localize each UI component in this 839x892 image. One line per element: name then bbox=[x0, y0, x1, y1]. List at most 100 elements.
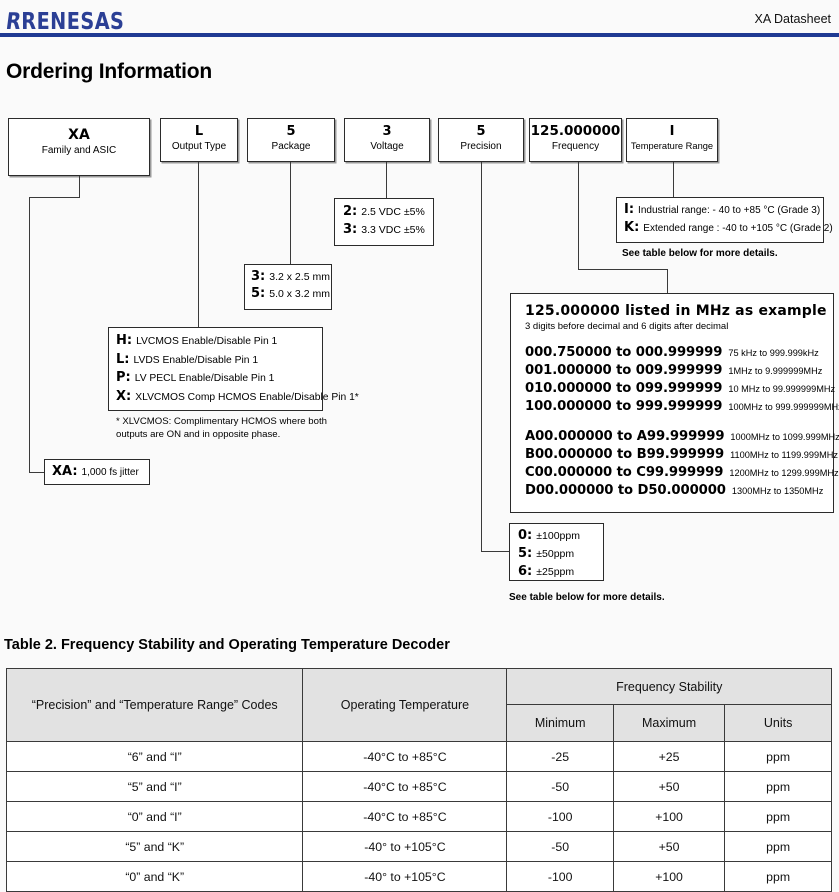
callout-row: 5: ±50ppm bbox=[518, 546, 603, 561]
callout-row: H: LVCMOS Enable/Disable Pin 1 bbox=[116, 333, 322, 348]
cell-codes: “0” and “K” bbox=[5, 861, 304, 892]
callout-row: 2: 2.5 VDC ±5% bbox=[343, 204, 433, 219]
cell-minimum: -25 bbox=[506, 741, 614, 772]
frequency-range-row: A00.000000 to A99.999999 1000MHz to 1099… bbox=[525, 429, 839, 444]
cell-minimum: -100 bbox=[506, 861, 614, 892]
callout-row: K: Extended range : -40 to +105 °C (Grad… bbox=[624, 220, 833, 235]
cell-minimum: -50 bbox=[506, 831, 614, 862]
cell-maximum: +100 bbox=[612, 801, 726, 832]
frequency-stability-table: “Precision” and “Temperature Range” Code… bbox=[5, 668, 832, 892]
frequency-group-gap bbox=[525, 417, 833, 429]
callout-voltage: 2: 2.5 VDC ±5% 3: 3.3 VDC ±5% bbox=[334, 198, 434, 246]
cell-maximum: +50 bbox=[612, 771, 726, 802]
frequency-range-row: 100.000000 to 999.999999 100MHz to 999.9… bbox=[525, 399, 839, 414]
cell-maximum: +50 bbox=[612, 831, 726, 862]
table-row: “5” and “I” -40°C to +85°C -50 +50 ppm bbox=[5, 771, 832, 802]
callout-row: 5: 5.0 x 3.2 mm bbox=[251, 286, 331, 301]
callout-value: 3.2 x 2.5 mm bbox=[269, 271, 330, 283]
code-label: Voltage bbox=[370, 141, 404, 152]
callout-key: I: bbox=[624, 202, 635, 217]
frequency-equivalent: 1MHz to 9.999999MHz bbox=[728, 366, 823, 376]
callout-value: ±50ppm bbox=[536, 548, 575, 560]
connector-family-vertical-b bbox=[29, 197, 30, 472]
frequency-range: 010.000000 to 099.999999 bbox=[525, 381, 723, 396]
code-value: 5 bbox=[286, 124, 296, 139]
code-box-voltage: 3 Voltage bbox=[344, 118, 430, 162]
table-subheader-row: Minimum Maximum Units bbox=[7, 704, 832, 742]
section-title: Ordering Information bbox=[6, 60, 213, 83]
table-header-row: “Precision” and “Temperature Range” Code… bbox=[5, 668, 832, 742]
connector-precision-vertical bbox=[481, 162, 482, 551]
see-table-note-precision: See table below for more details. bbox=[509, 592, 665, 603]
callout-value: XLVCMOS Comp HCMOS Enable/Disable Pin 1* bbox=[135, 391, 359, 403]
code-box-temperature-range: I Temperature Range bbox=[626, 118, 718, 162]
cell-codes: “5” and “K” bbox=[5, 831, 304, 862]
cell-codes: “0” and “I” bbox=[5, 801, 304, 832]
cell-minimum: -100 bbox=[506, 801, 614, 832]
code-value: I bbox=[669, 124, 675, 139]
table-head: “Precision” and “Temperature Range” Code… bbox=[5, 668, 832, 742]
table-header-frequency-stability: Frequency Stability bbox=[506, 668, 832, 705]
code-box-precision: 5 Precision bbox=[438, 118, 524, 162]
cell-maximum: +25 bbox=[612, 741, 726, 772]
callout-value: LVDS Enable/Disable Pin 1 bbox=[133, 354, 259, 366]
connector-temperature-vertical bbox=[673, 162, 674, 198]
frequency-equivalent: 1000MHz to 1099.999MHz bbox=[730, 432, 839, 442]
callout-key: L: bbox=[116, 351, 130, 367]
frequency-range: 100.000000 to 999.999999 bbox=[525, 399, 723, 414]
code-label: Precision bbox=[460, 141, 502, 152]
table-row: “5” and “K” -40° to +105°C -50 +50 ppm bbox=[5, 831, 832, 862]
callout-row: 6: ±25ppm bbox=[518, 564, 603, 579]
callout-value: Extended range : -40 to +105 °C (Grade 2… bbox=[643, 223, 833, 234]
cell-units: ppm bbox=[724, 861, 832, 892]
cell-operating-temperature: -40°C to +85°C bbox=[302, 801, 508, 832]
callout-row: 0: ±100ppm bbox=[518, 528, 603, 543]
frequency-equivalent: 75 kHz to 999.999kHz bbox=[728, 348, 819, 358]
callout-jitter: XA: 1,000 fs jitter bbox=[44, 459, 150, 485]
cell-units: ppm bbox=[724, 831, 832, 862]
table-title: Table 2. Frequency Stability and Operati… bbox=[4, 637, 450, 653]
frequency-range: C00.000000 to C99.999999 bbox=[525, 465, 724, 480]
callout-key: 3: bbox=[343, 222, 358, 237]
callout-key: XA: bbox=[52, 464, 78, 479]
code-label: Package bbox=[271, 141, 311, 152]
callout-key: 0: bbox=[518, 528, 533, 543]
callout-key: P: bbox=[116, 370, 131, 385]
frequency-equivalent: 1300MHz to 1350MHz bbox=[731, 486, 824, 496]
cell-units: ppm bbox=[724, 741, 832, 772]
connector-precision-horizontal bbox=[481, 551, 510, 552]
code-value: 3 bbox=[382, 124, 392, 139]
frequency-range: D00.000000 to D50.000000 bbox=[525, 483, 726, 498]
connector-family-vertical-a bbox=[79, 176, 80, 197]
frequency-equivalent: 10 MHz to 99.999999MHz bbox=[728, 384, 836, 394]
page-header: RRENESAS XA Datasheet bbox=[0, 0, 839, 40]
callout-output-type: H: LVCMOS Enable/Disable Pin 1 L: LVDS E… bbox=[108, 327, 359, 411]
cell-operating-temperature: -40°C to +85°C bbox=[302, 741, 508, 772]
callout-key: 5: bbox=[251, 286, 266, 301]
frequency-range: A00.000000 to A99.999999 bbox=[525, 429, 725, 444]
table-row: “0” and “K” -40° to +105°C -100 +100 ppm bbox=[5, 861, 832, 892]
logo-text: RENESAS bbox=[21, 9, 125, 35]
see-table-note-temperature: See table below for more details. bbox=[622, 248, 778, 259]
callout-key: H: bbox=[116, 333, 133, 348]
callout-value: 2.5 VDC ±5% bbox=[361, 206, 425, 218]
code-value: 5 bbox=[476, 124, 486, 139]
connector-frequency-horizontal bbox=[578, 269, 668, 270]
frequency-range-row: B00.000000 to B99.999999 1100MHz to 1199… bbox=[525, 447, 838, 462]
code-box-family: XA Family and ASIC bbox=[8, 118, 150, 176]
cell-operating-temperature: -40° to +105°C bbox=[302, 831, 508, 862]
callout-row: P: LV PECL Enable/Disable Pin 1 bbox=[116, 370, 322, 385]
callout-value: ±100ppm bbox=[536, 530, 580, 542]
cell-minimum: -50 bbox=[506, 771, 614, 802]
code-label: Temperature Range bbox=[630, 141, 714, 151]
callout-key: K: bbox=[624, 220, 640, 235]
table-header-codes: “Precision” and “Temperature Range” Code… bbox=[5, 668, 304, 742]
connector-package-vertical bbox=[290, 162, 291, 264]
table-header-minimum: Minimum bbox=[506, 704, 614, 742]
callout-value: ±25ppm bbox=[536, 566, 575, 578]
cell-maximum: +100 bbox=[612, 861, 726, 892]
output-type-footnote: * XLVCMOS: Complimentary HCMOS where bot… bbox=[116, 416, 327, 440]
callout-temperature-range: I: Industrial range: - 40 to +85 °C (Gra… bbox=[616, 197, 833, 243]
code-value: XA bbox=[68, 127, 90, 143]
cell-codes: “5” and “I” bbox=[5, 771, 304, 802]
